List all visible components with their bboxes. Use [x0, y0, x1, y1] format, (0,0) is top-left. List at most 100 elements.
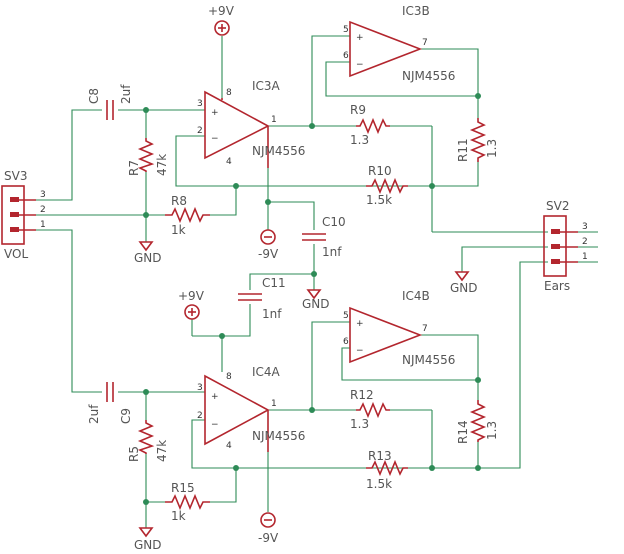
svg-text:47k: 47k — [155, 154, 169, 176]
svg-text:−: − — [211, 134, 219, 144]
svg-text:4: 4 — [226, 441, 232, 451]
svg-text:R12: R12 — [350, 388, 374, 402]
gnd-symbol-2: GND — [302, 289, 330, 311]
opamp-ic3a: + − 3 2 1 8 4 IC3A NJM4556 — [197, 79, 305, 168]
capacitor-c9: 2uf C9 — [87, 382, 133, 424]
svg-text:2: 2 — [197, 126, 203, 136]
svg-text:2uf: 2uf — [119, 84, 133, 104]
opamp-ic3b: + − 5 6 7 IC3B NJM4556 — [343, 4, 455, 83]
svg-text:1.5k: 1.5k — [366, 477, 392, 491]
svg-text:+: + — [356, 319, 364, 329]
svg-text:−: − — [211, 420, 219, 430]
supply-neg-9v-bottom: -9V — [258, 512, 279, 545]
svg-text:C10: C10 — [322, 215, 346, 229]
resistor-r5: R5 47k — [127, 420, 169, 462]
svg-text:47k: 47k — [155, 440, 169, 462]
svg-text:−: − — [356, 346, 364, 356]
svg-text:1: 1 — [40, 220, 46, 230]
svg-text:IC3A: IC3A — [252, 79, 281, 93]
svg-text:3: 3 — [197, 99, 203, 109]
supply-pos-9v-top: +9V — [208, 4, 235, 36]
resistor-r15: R15 1k — [165, 481, 210, 523]
svg-text:-9V: -9V — [258, 531, 279, 545]
svg-text:R10: R10 — [368, 164, 392, 178]
opamp-ic4a: + − 3 2 1 8 4 IC4A NJM4556 — [197, 365, 305, 452]
svg-text:6: 6 — [343, 337, 349, 347]
svg-text:1.3: 1.3 — [350, 417, 369, 431]
svg-text:GND: GND — [450, 281, 478, 295]
svg-text:5: 5 — [343, 311, 349, 321]
svg-text:R11: R11 — [456, 138, 470, 162]
svg-text:1k: 1k — [171, 509, 186, 523]
svg-text:7: 7 — [422, 324, 428, 334]
capacitor-c11: C11 1nf — [238, 276, 286, 321]
svg-text:R15: R15 — [171, 481, 195, 495]
svg-text:2: 2 — [197, 411, 203, 421]
svg-text:3: 3 — [40, 190, 46, 200]
svg-text:R13: R13 — [368, 449, 392, 463]
svg-text:3: 3 — [582, 222, 588, 232]
svg-text:1.5k: 1.5k — [366, 193, 392, 207]
svg-text:1.3: 1.3 — [485, 139, 499, 158]
gnd-symbol-4: GND — [134, 527, 162, 552]
svg-text:IC3B: IC3B — [402, 4, 430, 18]
svg-text:−: − — [356, 60, 364, 70]
svg-text:-9V: -9V — [258, 247, 279, 261]
resistor-r9: R9 1.3 — [350, 103, 390, 147]
svg-text:1: 1 — [582, 252, 588, 262]
resistor-r14: R14 1.3 — [456, 400, 499, 444]
svg-text:R7: R7 — [127, 160, 141, 176]
resistor-r7: R7 47k — [127, 138, 169, 176]
resistor-r11: R11 1.3 — [456, 118, 499, 162]
svg-text:NJM4556: NJM4556 — [252, 144, 305, 158]
svg-text:R5: R5 — [127, 446, 141, 462]
svg-text:2: 2 — [582, 237, 588, 247]
svg-text:7: 7 — [422, 38, 428, 48]
gnd-symbol-3: GND — [450, 271, 478, 295]
resistor-r13: R13 1.5k — [366, 449, 408, 491]
svg-text:GND: GND — [134, 251, 162, 265]
svg-text:+9V: +9V — [208, 4, 235, 18]
svg-text:+: + — [356, 33, 364, 43]
supply-neg-9v-top: -9V — [258, 229, 279, 261]
svg-text:NJM4556: NJM4556 — [252, 429, 305, 443]
connector-sv2: SV2 Ears 3 2 1 — [543, 199, 588, 293]
svg-text:1.3: 1.3 — [350, 133, 369, 147]
supply-pos-9v-mid: +9V — [178, 289, 205, 320]
svg-text:2uf: 2uf — [87, 404, 101, 424]
svg-text:1nf: 1nf — [322, 245, 342, 259]
svg-text:1: 1 — [271, 399, 277, 409]
svg-text:1.3: 1.3 — [485, 421, 499, 440]
resistor-r12: R12 1.3 — [350, 388, 390, 431]
capacitor-c8: C8 2uf — [87, 84, 133, 120]
svg-text:8: 8 — [226, 372, 232, 382]
svg-text:R8: R8 — [171, 194, 187, 208]
svg-text:1: 1 — [271, 115, 277, 125]
svg-text:C11: C11 — [262, 276, 286, 290]
svg-text:GND: GND — [134, 538, 162, 552]
connector-sv3: SV3 VOL 3 2 1 — [1, 169, 46, 261]
sv3-name: SV3 — [4, 169, 27, 183]
svg-text:C8: C8 — [87, 88, 101, 104]
svg-text:NJM4556: NJM4556 — [402, 69, 455, 83]
resistor-r8: R8 1k — [165, 194, 210, 237]
svg-text:1nf: 1nf — [262, 307, 282, 321]
svg-text:GND: GND — [302, 297, 330, 311]
svg-text:8: 8 — [226, 88, 232, 98]
svg-text:6: 6 — [343, 51, 349, 61]
wires — [36, 35, 598, 528]
svg-text:IC4A: IC4A — [252, 365, 281, 379]
svg-text:4: 4 — [226, 157, 232, 167]
svg-text:C9: C9 — [119, 408, 133, 424]
svg-text:R9: R9 — [350, 103, 366, 117]
junctions — [143, 93, 481, 505]
svg-text:IC4B: IC4B — [402, 289, 430, 303]
sv2-label: Ears — [544, 279, 570, 293]
gnd-symbol-1: GND — [134, 241, 162, 265]
svg-text:2: 2 — [40, 205, 46, 215]
svg-text:NJM4556: NJM4556 — [402, 353, 455, 367]
svg-text:+: + — [211, 392, 219, 402]
svg-text:R14: R14 — [456, 420, 470, 444]
sv2-name: SV2 — [546, 199, 569, 213]
svg-text:1k: 1k — [171, 223, 186, 237]
